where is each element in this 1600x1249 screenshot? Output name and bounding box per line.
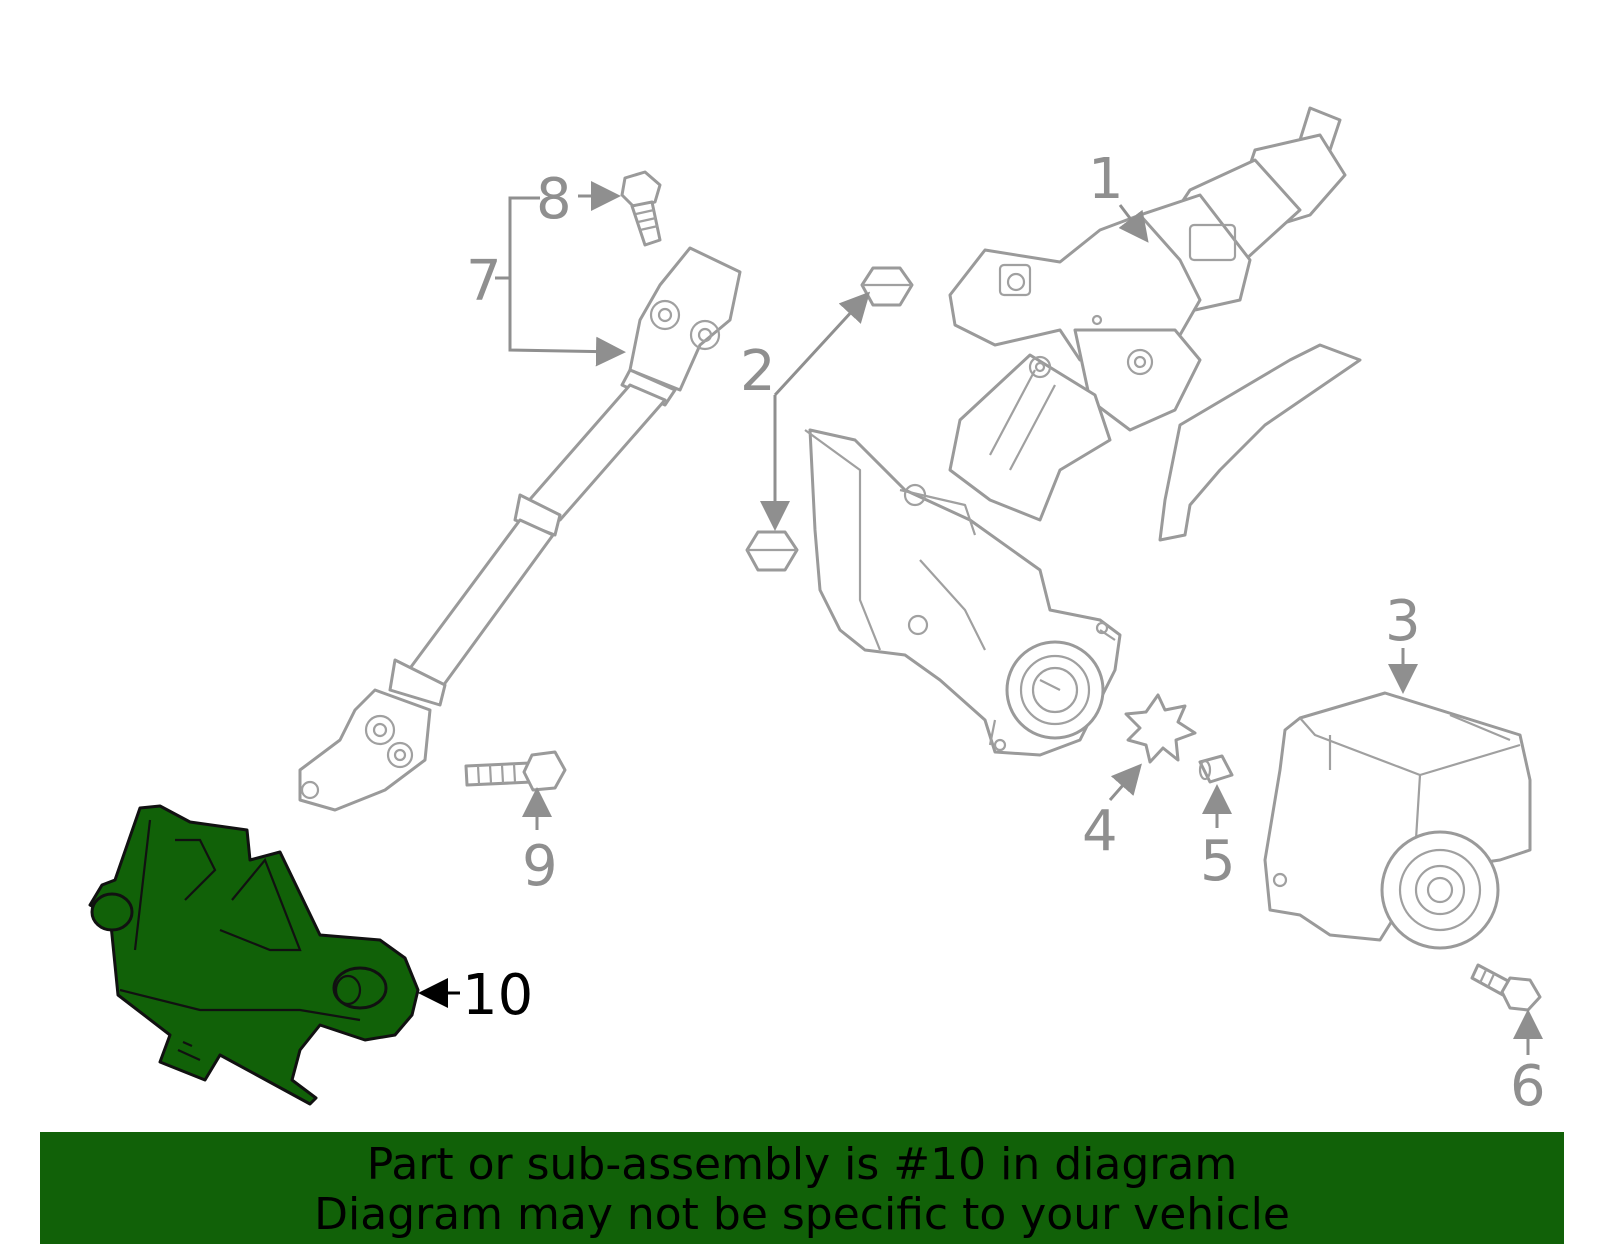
callout-5: 5 bbox=[1200, 829, 1236, 894]
intermediate-shaft-part-7 bbox=[298, 246, 742, 812]
leader-lines bbox=[418, 181, 1543, 1055]
bolt-part-9 bbox=[464, 750, 567, 792]
callout-9: 9 bbox=[522, 834, 558, 899]
info-banner: Part or sub-assembly is #10 in diagram D… bbox=[40, 1132, 1564, 1244]
bolt-part-6 bbox=[1470, 963, 1542, 1012]
nut-part-2 bbox=[745, 266, 914, 572]
callout-2: 2 bbox=[740, 339, 776, 404]
highlighted-cover-part-10 bbox=[88, 804, 420, 1106]
callout-8: 8 bbox=[536, 167, 572, 232]
callout-10: 10 bbox=[462, 963, 533, 1028]
bolt-part-8 bbox=[620, 170, 662, 247]
callout-labels: 1 2 3 4 5 6 7 8 9 10 bbox=[462, 147, 1546, 1119]
callout-1: 1 bbox=[1088, 147, 1124, 212]
motor-module-part-3 bbox=[1263, 691, 1532, 950]
banner-line-1: Part or sub-assembly is #10 in diagram bbox=[366, 1139, 1238, 1190]
callout-6: 6 bbox=[1510, 1054, 1546, 1119]
callout-7: 7 bbox=[466, 249, 502, 314]
steering-column-part-1 bbox=[804, 106, 1362, 757]
coupler-part-4 bbox=[1124, 693, 1197, 764]
callout-4: 4 bbox=[1082, 799, 1118, 864]
sleeve-part-5 bbox=[1198, 754, 1234, 784]
callout-3: 3 bbox=[1385, 589, 1421, 654]
banner-line-2: Diagram may not be specific to your vehi… bbox=[314, 1189, 1290, 1240]
